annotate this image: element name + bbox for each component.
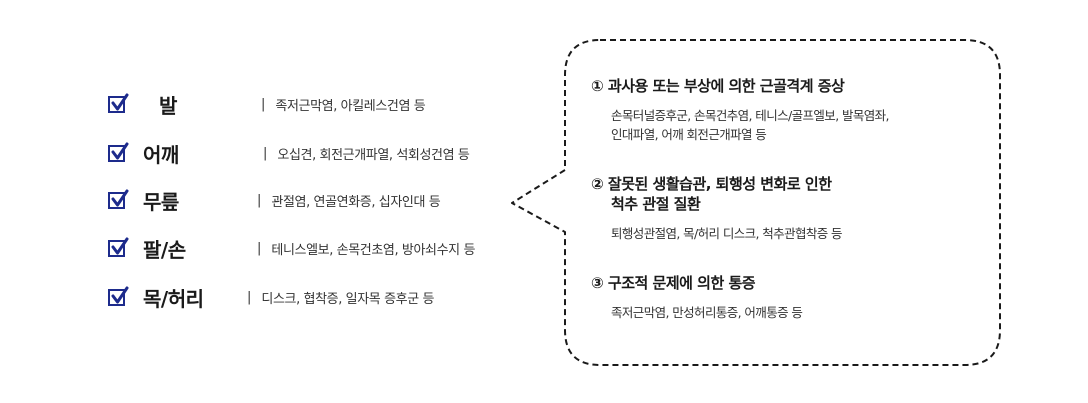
checkbox-checked-icon [108,286,129,306]
separator: | [247,289,252,305]
condition-row-arm-hand: 팔/손 | 테니스엘보, 손목건초염, 방아쇠수지 등 [108,233,475,263]
separator: | [261,96,266,112]
cause-section-overuse: ① 과사용 또는 부상에 의한 근골격계 증상 손목터널증후군, 손목건추염, … [591,76,890,144]
condition-desc: 오십견, 회전근개파열, 석회성건염 등 [277,147,470,163]
separator: | [263,145,268,161]
cause-bubble: ① 과사용 또는 부상에 의한 근골격계 증상 손목터널증후군, 손목건추염, … [565,40,1000,365]
condition-desc: 관절염, 연골연화증, 십자인대 등 [271,194,441,210]
section-title: ① 과사용 또는 부상에 의한 근골격계 증상 [591,77,845,95]
condition-name: 어깨 [143,142,179,167]
condition-name: 발 [159,93,177,118]
separator: | [257,240,262,256]
condition-row-neck-back: 목/허리 | 디스크, 협착증, 일자목 증후군 등 [108,282,434,312]
section-body: 손목터널증후군, 손목건추염, 테니스/골프엘보, 발목염좌, [611,108,890,123]
cause-section-lifestyle: ② 잘못된 생활습관, 퇴행성 변화로 인한 척추 관절 질환 퇴행성관절염, … [591,174,843,243]
checkbox-checked-icon [108,93,129,113]
checkbox-checked-icon [108,142,129,162]
section-title: ③ 구조적 문제에 의한 통증 [591,274,756,292]
section-body: 족저근막염, 만성허리통증, 어깨통증 등 [611,305,803,320]
condition-desc: 디스크, 협착증, 일자목 증후군 등 [261,291,435,307]
condition-row-knee: 무릎 | 관절염, 연골연화증, 십자인대 등 [108,185,441,215]
condition-desc: 족저근막염, 아킬레스건염 등 [275,98,426,114]
cause-section-structural: ③ 구조적 문제에 의한 통증 족저근막염, 만성허리통증, 어깨통증 등 [591,273,803,322]
condition-name: 무릎 [143,189,179,214]
section-title-line2: 척추 관절 질환 [611,195,701,213]
condition-name: 팔/손 [143,237,186,262]
section-body: 인대파열, 어깨 회전근개파열 등 [611,127,767,142]
condition-row-foot: 발 | 족저근막염, 아킬레스건염 등 [108,89,426,119]
separator: | [257,192,262,208]
checkbox-checked-icon [108,189,129,209]
section-title: ② 잘못된 생활습관, 퇴행성 변화로 인한 [591,175,832,193]
section-body: 퇴행성관절염, 목/허리 디스크, 척추관협착증 등 [611,226,843,241]
condition-desc: 테니스엘보, 손목건초염, 방아쇠수지 등 [271,242,476,258]
condition-name: 목/허리 [143,286,204,311]
checkbox-checked-icon [108,237,129,257]
condition-row-shoulder: 어깨 | 오십견, 회전근개파열, 석회성건염 등 [108,138,470,168]
